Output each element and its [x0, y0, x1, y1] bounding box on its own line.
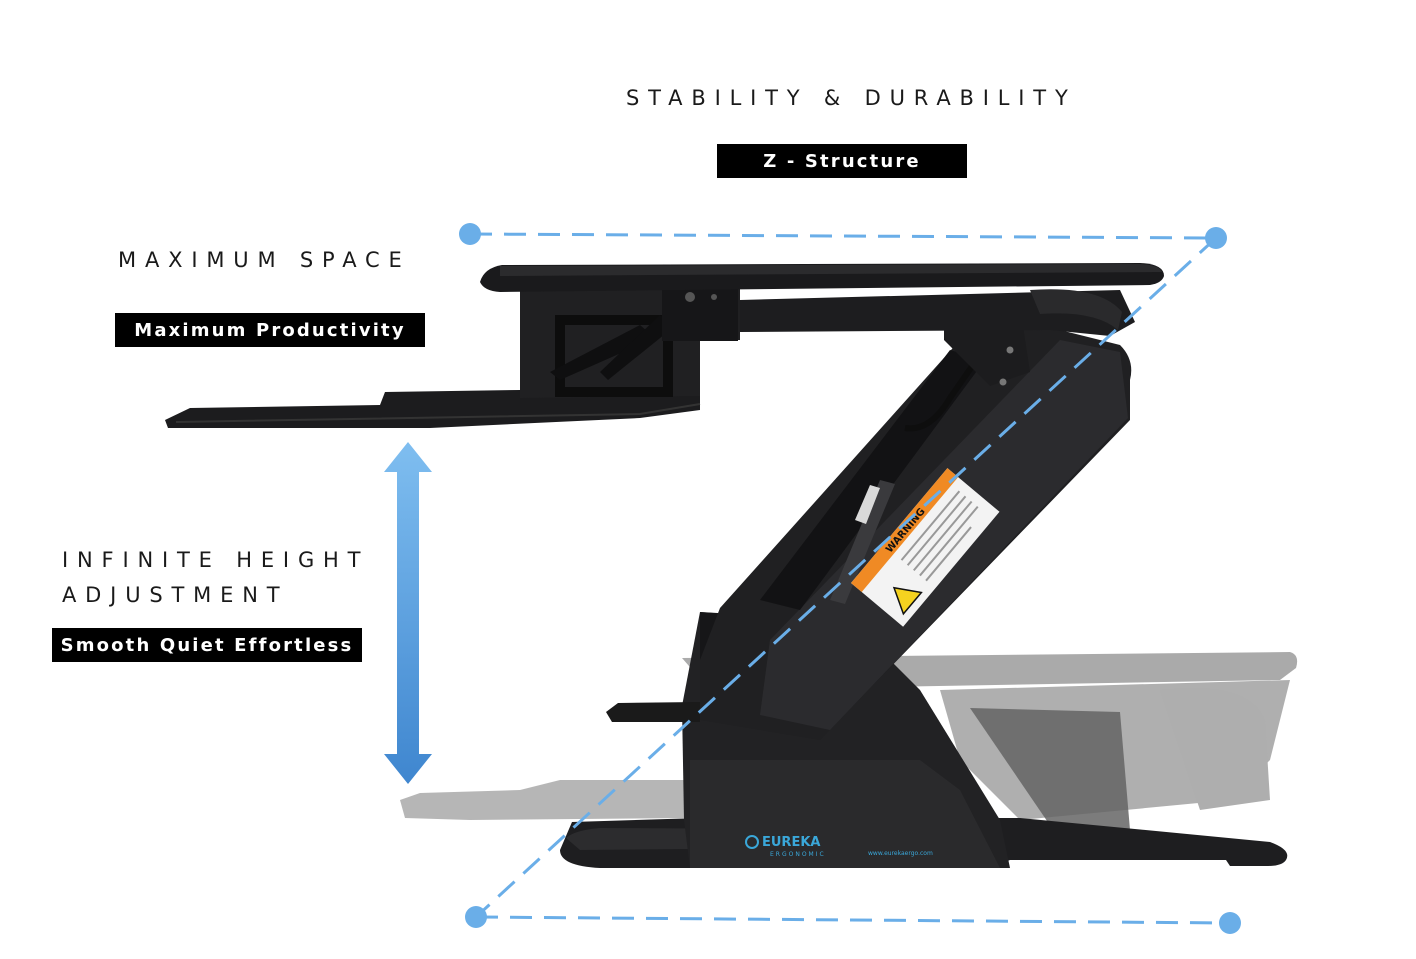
- height-heading-line2: ADJUSTMENT: [62, 583, 289, 607]
- brand-website: www.eurekaergo.com: [868, 850, 933, 857]
- smooth-quiet-badge: Smooth Quiet Effortless: [52, 628, 362, 662]
- z-structure-guide: [469, 232, 1231, 925]
- productivity-badge: Maximum Productivity: [115, 313, 425, 347]
- z-structure-points: [459, 223, 1241, 934]
- stability-heading: STABILITY & DURABILITY: [626, 86, 1077, 110]
- height-arrow: [384, 442, 432, 784]
- brand-subtitle: ERGONOMIC: [770, 851, 826, 858]
- brand-logo: EUREKA ERGONOMIC www.eurekaergo.com: [745, 835, 933, 858]
- height-heading-line1: INFINITE HEIGHT: [62, 548, 370, 572]
- space-heading: MAXIMUM SPACE: [118, 248, 411, 272]
- z-structure-badge: Z - Structure: [717, 144, 967, 178]
- raised-desk: WARNING EUREKA: [165, 263, 1288, 868]
- brand-name: EUREKA: [762, 835, 820, 850]
